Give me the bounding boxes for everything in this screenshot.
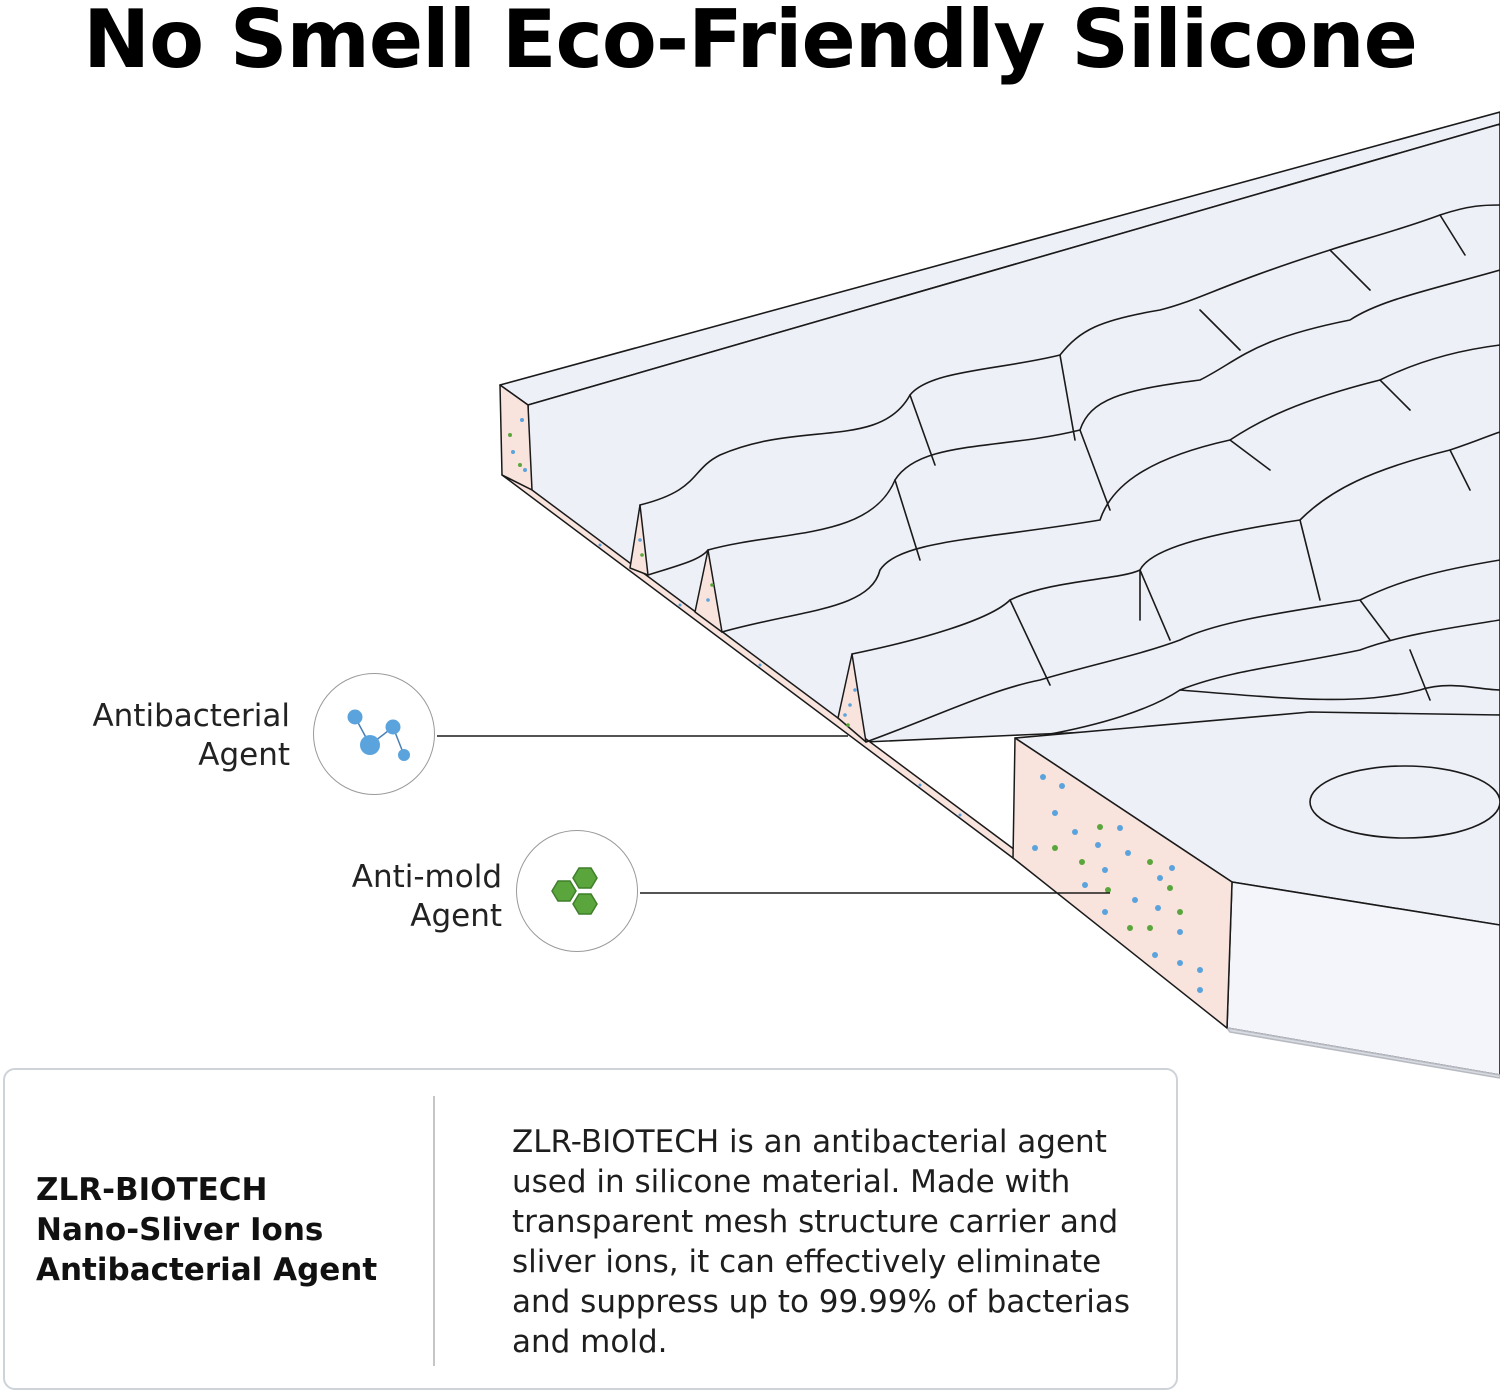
ridge-wall bbox=[1139, 569, 1431, 701]
ridge-wall bbox=[1009, 449, 1471, 686]
panel-divider bbox=[433, 1096, 435, 1366]
product-name: ZLR-BIOTECH Nano-Sliver Ions Antibacteri… bbox=[36, 1172, 378, 1288]
antimold-particles bbox=[508, 433, 1183, 931]
info-panel: ZLR-BIOTECH Nano-Sliver Ions Antibacteri… bbox=[3, 1068, 1178, 1390]
ridge-wall bbox=[909, 214, 1466, 466]
antimold-agent-label: Anti-mold Agent bbox=[351, 859, 502, 934]
ridge-section-2 bbox=[694, 549, 723, 633]
silicone-mat-cross-section-illustration bbox=[437, 111, 1500, 1079]
antibacterial-particles bbox=[511, 418, 1203, 993]
ridge-wave bbox=[1179, 684, 1500, 701]
ridge-wave bbox=[707, 269, 1500, 551]
mat-top-surface bbox=[527, 123, 1500, 743]
antimold-callout-circle bbox=[516, 830, 638, 952]
ridge-section-3 bbox=[837, 653, 867, 743]
hexagon-cluster-icon bbox=[551, 867, 598, 915]
mat-bottom-edge bbox=[1226, 1027, 1500, 1079]
ridge-wave bbox=[639, 204, 1500, 506]
molecule-icon bbox=[347, 709, 410, 761]
drain-hole bbox=[1309, 765, 1500, 839]
ridge-wave bbox=[647, 549, 709, 576]
antibacterial-callout-circle bbox=[313, 673, 435, 795]
ridge-wave bbox=[865, 559, 1500, 743]
ridge-wave bbox=[851, 431, 1500, 655]
product-description: ZLR-BIOTECH is an antibacterial agent us… bbox=[512, 1124, 1131, 1360]
page-headline: No Smell Eco-Friendly Silicone bbox=[83, 0, 1418, 86]
ridge-wall bbox=[894, 379, 1411, 561]
ridge-wave bbox=[1044, 619, 1500, 736]
antibacterial-agent-label: Antibacterial Agent bbox=[92, 698, 290, 773]
thick-slab-section bbox=[1012, 737, 1233, 1029]
